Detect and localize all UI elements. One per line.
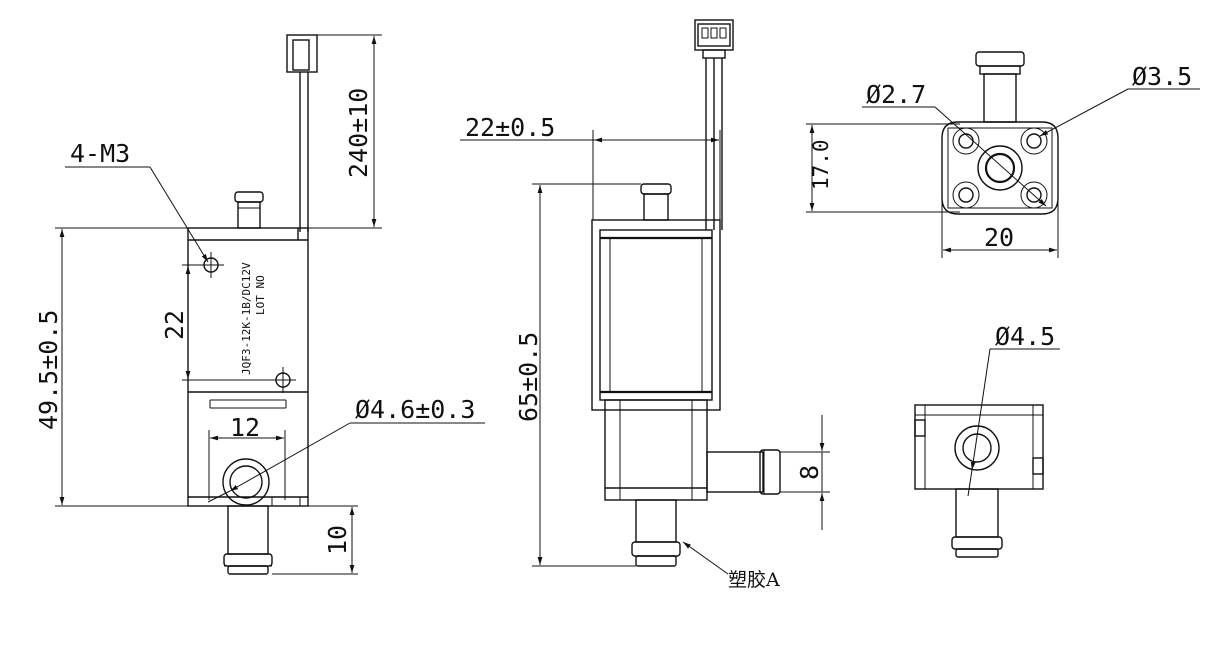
- side-width-dim: 22±0.5: [465, 113, 555, 142]
- top-center-port-inner: [984, 152, 1016, 184]
- wire-length-dim: 240±10: [344, 88, 373, 178]
- corner-hole-tl: [958, 133, 974, 149]
- front-port-inner: [229, 465, 263, 499]
- valve-base: [604, 399, 708, 501]
- port-length-dim: 10: [323, 525, 352, 555]
- top-view: Ø2.7 Ø3.5 17.0 20: [806, 51, 1200, 258]
- corner-hole-br: [1026, 187, 1042, 203]
- front-port-outer: [222, 458, 270, 506]
- bottom-port-outer: [954, 425, 1000, 471]
- corner-hole-bl: [958, 187, 974, 203]
- top-center-port-outer: [977, 145, 1023, 191]
- side-connector: [694, 19, 734, 230]
- top-width-dim: 20: [984, 223, 1014, 252]
- front-view: 4-M3 JQF3-12K-1B/DC12V LOT NO 240±10 49.…: [34, 34, 485, 575]
- wire-connector: [286, 34, 318, 232]
- bottom-view: Ø4.5: [914, 322, 1060, 558]
- thread-label: 4-M3: [70, 139, 130, 168]
- marking-line1: JQF3-12K-1B/DC12V: [240, 262, 253, 375]
- corner-hole-tr: [1026, 133, 1042, 149]
- marking-line2: LOT NO: [254, 275, 267, 315]
- side-height-dim: 65±0.5: [514, 332, 543, 422]
- side-port-dim: 8: [795, 465, 824, 480]
- port-diameter-dim: Ø4.6±0.3: [355, 395, 475, 424]
- port-width-dim: 12: [230, 413, 260, 442]
- material-note: 塑胶A: [728, 569, 780, 591]
- side-nozzle: [706, 449, 781, 495]
- hole-spacing-dim: 22: [160, 310, 189, 340]
- top-height-dim: 17.0: [809, 139, 833, 190]
- small-hole-dim: Ø2.7: [866, 80, 926, 109]
- coil-frame: [591, 219, 721, 411]
- corner-hole-dim: Ø3.5: [1132, 62, 1192, 91]
- side-bottom-nozzle: [631, 499, 681, 567]
- top-stub: [234, 191, 264, 229]
- bottom-nozzle: [223, 505, 273, 575]
- body-height-dim: 49.5±0.5: [34, 310, 63, 430]
- bottom-port-dim: Ø4.5: [995, 322, 1055, 351]
- side-view: 22±0.5 65±0.5 8 塑胶A: [460, 19, 830, 591]
